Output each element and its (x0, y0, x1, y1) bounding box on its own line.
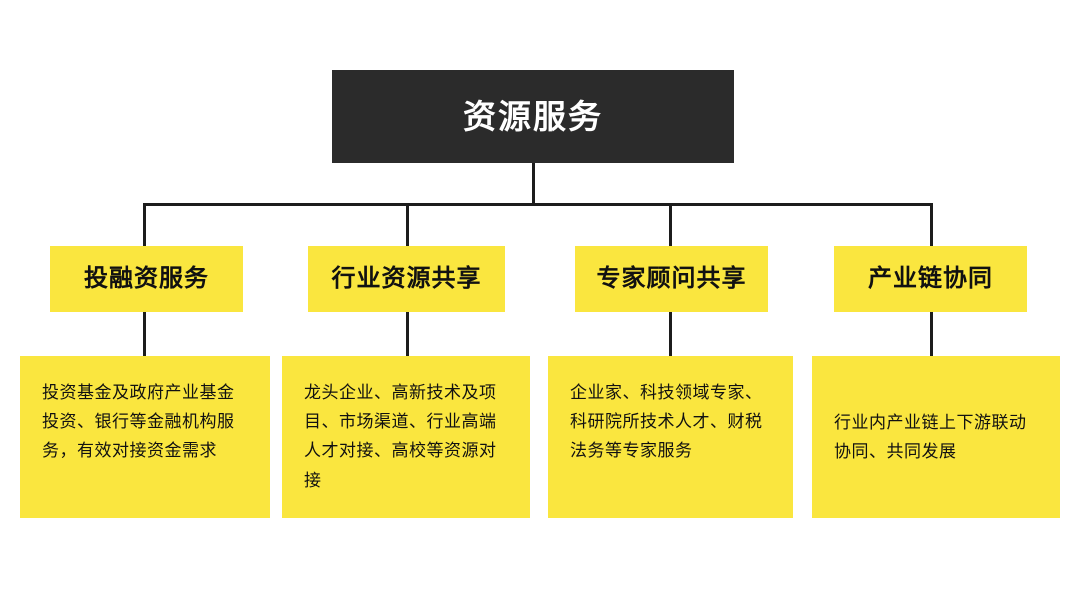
connector-root-stem (532, 163, 535, 205)
root-node-resource-service[interactable]: 资源服务 (332, 70, 734, 163)
category-box-2[interactable]: 行业资源共享 (308, 246, 505, 312)
connector-category-to-description-4 (930, 312, 933, 358)
description-box-3[interactable]: 企业家、科技领域专家、科研院所技术人才、财税法务等专家服务 (548, 356, 793, 518)
connector-category-to-description-3 (669, 312, 672, 358)
category-box-3[interactable]: 专家顾问共享 (575, 246, 768, 312)
connector-drop-4 (930, 203, 933, 248)
connector-drop-3 (669, 203, 672, 248)
connector-horizontal-bus (143, 203, 933, 206)
category-label-2: 行业资源共享 (331, 265, 482, 292)
description-text-3: 企业家、科技领域专家、科研院所技术人才、财税法务等专家服务 (570, 383, 763, 461)
category-box-4[interactable]: 产业链协同 (834, 246, 1027, 312)
category-label-4: 产业链协同 (868, 265, 993, 292)
description-box-2[interactable]: 龙头企业、高新技术及项目、市场渠道、行业高端人才对接、高校等资源对接 (282, 356, 530, 518)
connector-category-to-description-2 (406, 312, 409, 358)
category-label-3: 专家顾问共享 (596, 265, 747, 292)
category-box-1[interactable]: 投融资服务 (50, 246, 243, 312)
root-node-label: 资源服务 (463, 98, 603, 135)
connector-category-to-description-1 (143, 312, 146, 358)
description-text-1: 投资基金及政府产业基金投资、银行等金融机构服务，有效对接资金需求 (42, 383, 235, 461)
description-box-4[interactable]: 行业内产业链上下游联动协同、共同发展 (812, 356, 1060, 518)
description-text-4: 行业内产业链上下游联动协同、共同发展 (834, 412, 1027, 461)
description-box-1[interactable]: 投资基金及政府产业基金投资、银行等金融机构服务，有效对接资金需求 (20, 356, 270, 518)
category-label-1: 投融资服务 (84, 265, 209, 292)
connector-drop-2 (406, 203, 409, 248)
description-text-2: 龙头企业、高新技术及项目、市场渠道、行业高端人才对接、高校等资源对接 (304, 383, 497, 490)
connector-drop-1 (143, 203, 146, 248)
